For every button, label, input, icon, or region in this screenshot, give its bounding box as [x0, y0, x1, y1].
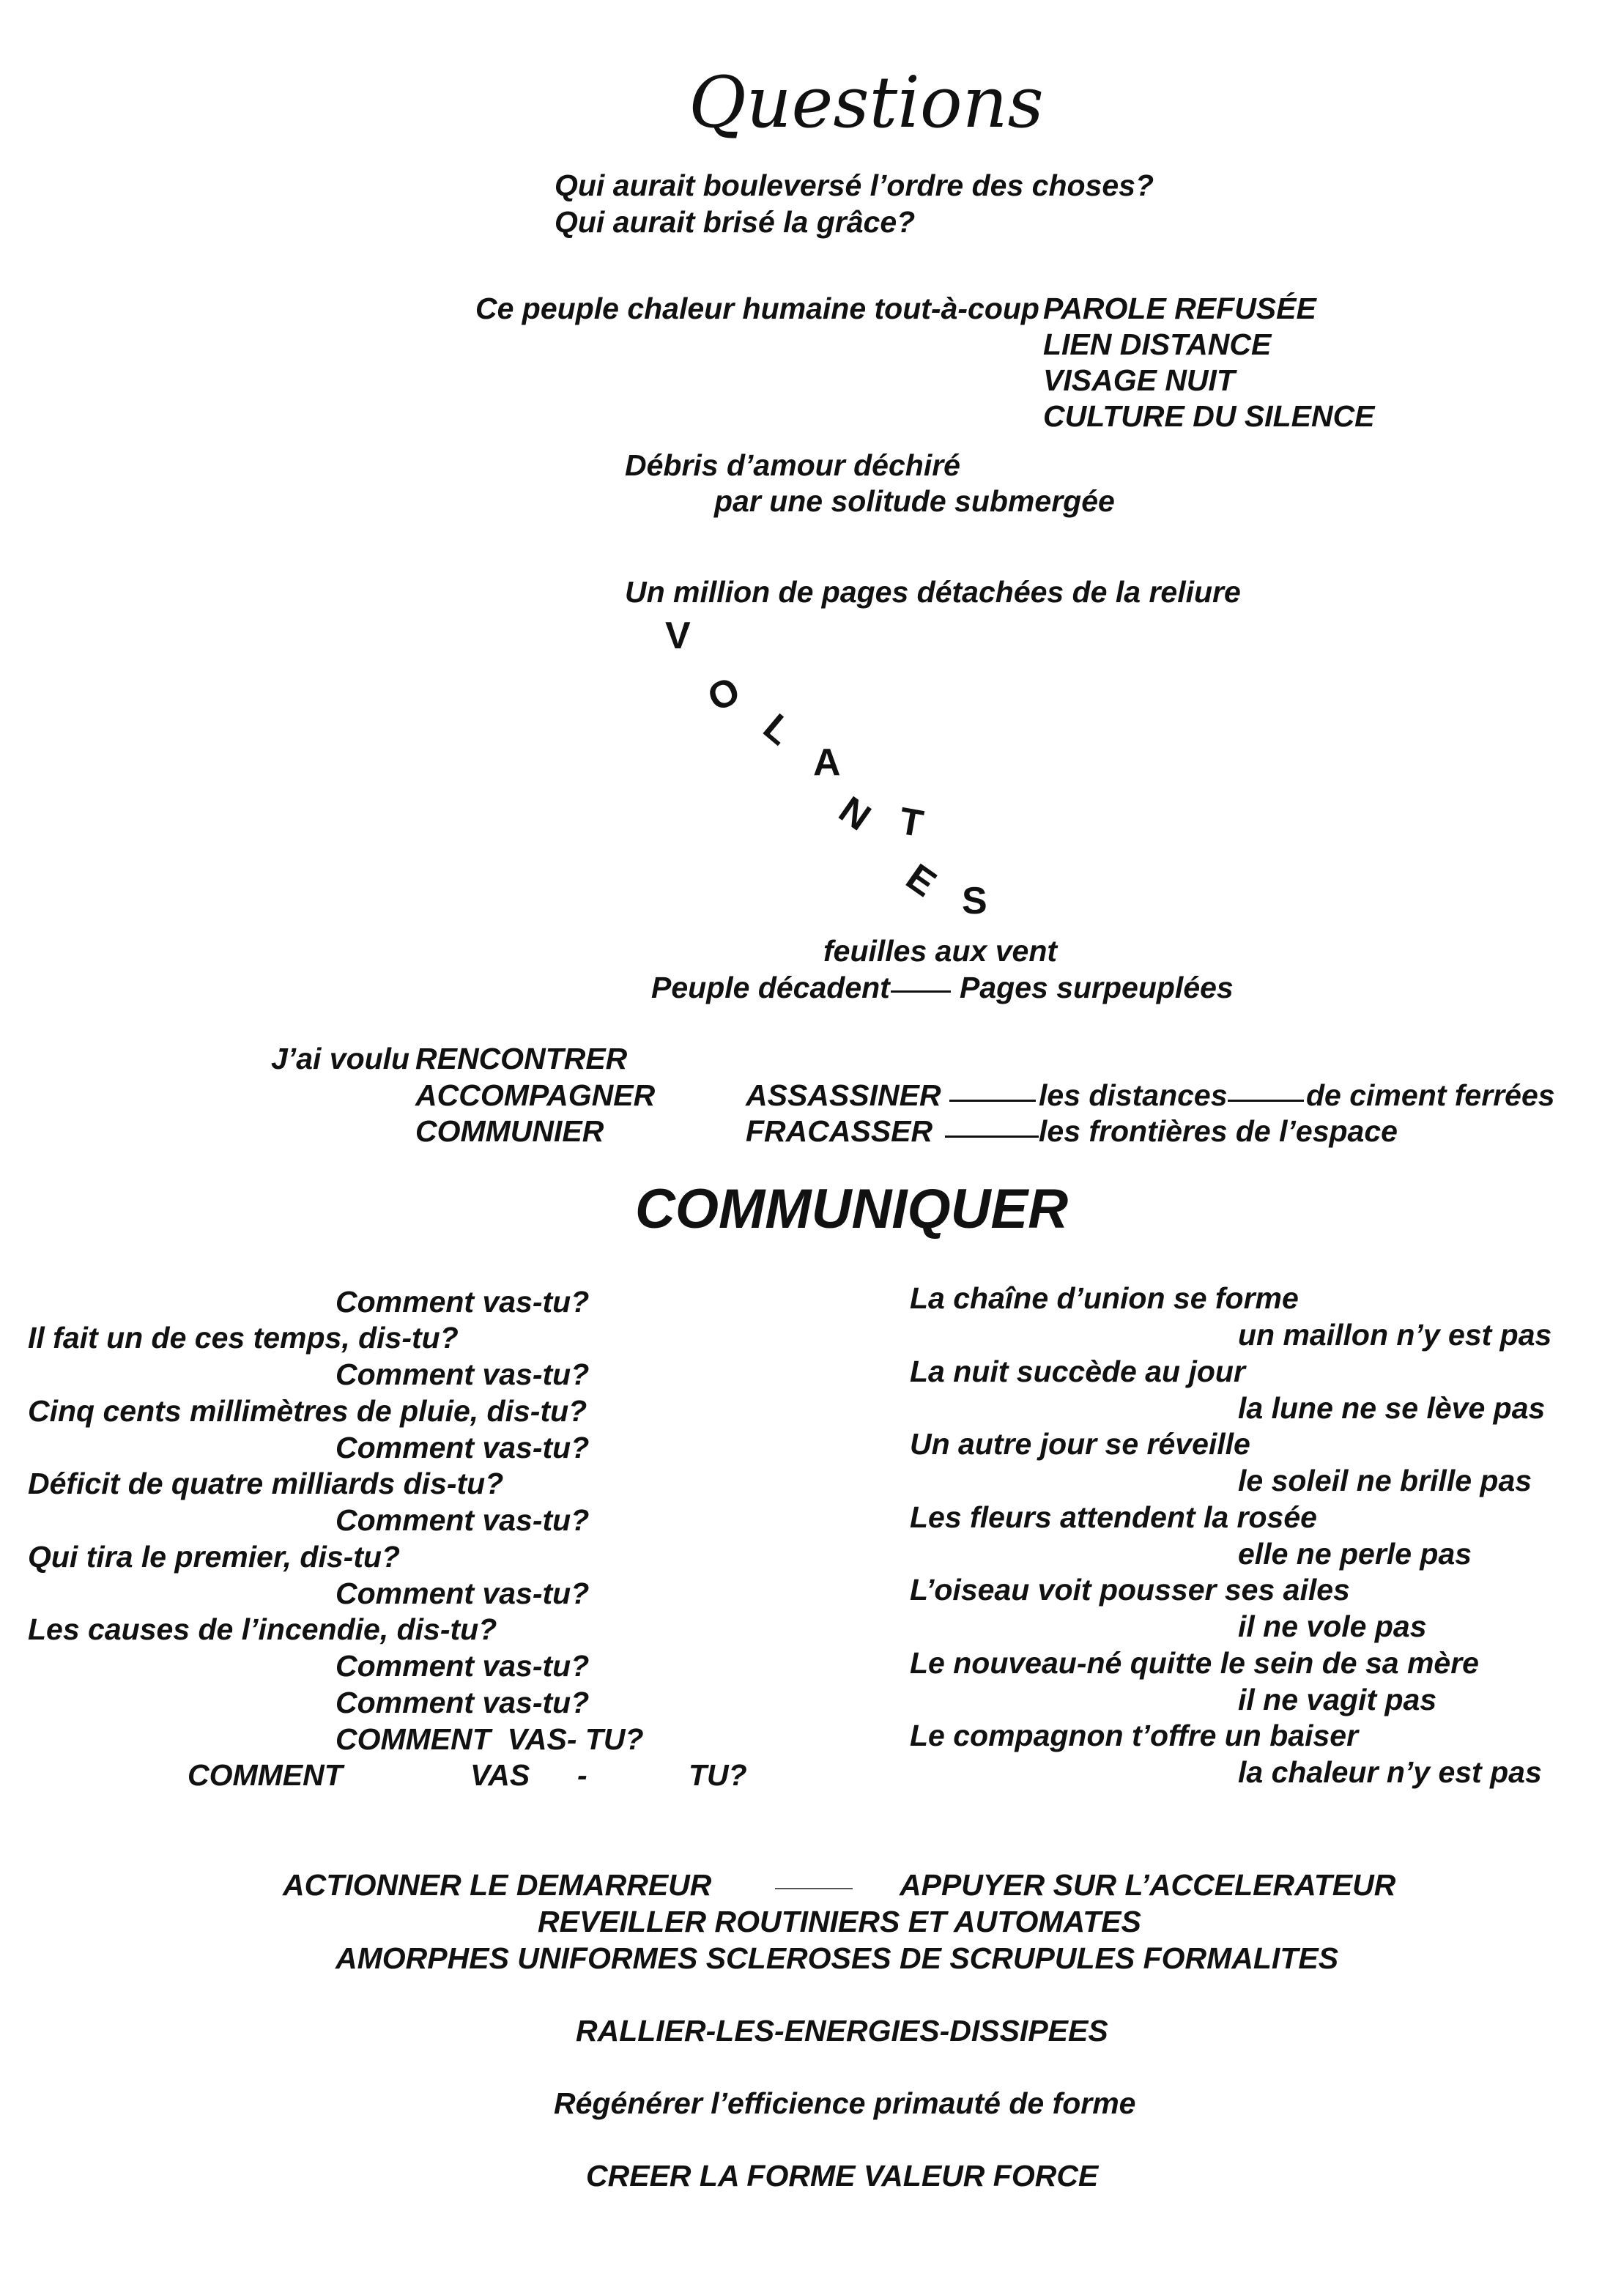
debris-line: par une solitude submergée — [714, 484, 1115, 518]
left-line: Cinq cents millimètres de pluie, dis-tu? — [28, 1394, 587, 1428]
debris-line: Débris d’amour déchiré — [625, 448, 960, 482]
peuple-item: LIEN DISTANCE — [1043, 327, 1272, 361]
volantes-letter: A — [813, 741, 841, 784]
decadent-right: Pages surpeuplées — [960, 971, 1234, 1004]
actionner-line: ACTIONNER LE DEMARREUR — [283, 1868, 712, 1902]
right-line: il ne vagit pas — [1238, 1683, 1437, 1716]
final-comment-word: TU? — [689, 1758, 747, 1792]
right-line: Le compagnon t’offre un baiser — [910, 1719, 1359, 1752]
right-line: Un autre jour se réveille — [910, 1427, 1250, 1461]
assassiner-dash-2 — [1228, 1100, 1304, 1102]
page-title: Questions — [689, 62, 1044, 144]
rallier-line: RALLIER-LES-ENERGIES-DISSIPEES — [576, 2014, 1108, 2048]
volantes-letter: T — [896, 799, 927, 846]
right-line: La nuit succède au jour — [910, 1355, 1245, 1388]
left-line: Il fait un de ces temps, dis-tu? — [28, 1321, 459, 1355]
fracasser-verb: FRACASSER — [746, 1114, 933, 1148]
peuple-item: PAROLE REFUSÉE — [1043, 292, 1316, 325]
volantes-letter: N — [831, 788, 878, 840]
assassiner-end: de ciment ferrées — [1306, 1078, 1555, 1112]
right-line: La chaîne d’union se forme — [910, 1281, 1299, 1315]
final-comment-word: - — [577, 1758, 587, 1792]
regenerer-line: Régénérer l’efficience primauté de forme — [554, 2086, 1136, 2120]
million-line: Un million de pages détachées de la reli… — [625, 575, 1241, 609]
volantes-letter: V — [665, 615, 691, 657]
volantes-letter: L — [755, 705, 801, 754]
right-line: Le nouveau-né quitte le sein de sa mère — [910, 1646, 1479, 1680]
fracasser-dash — [945, 1136, 1039, 1138]
appuyer-line: APPUYER SUR L’ACCELERATEUR — [900, 1868, 1396, 1902]
decadent-dash — [891, 990, 951, 993]
creer-line: CREER LA FORME VALEUR FORCE — [586, 2159, 1099, 2193]
intro-line: Qui aurait bouleversé l’ordre des choses… — [555, 168, 1154, 202]
right-line: il ne vole pas — [1238, 1609, 1427, 1643]
voulu-verb: RENCONTRER — [415, 1042, 628, 1075]
peuple-item: VISAGE NUIT — [1043, 363, 1235, 397]
left-line: Comment vas-tu? — [335, 1431, 590, 1464]
peuple-lead: Ce peuple chaleur humaine tout-à-coup — [475, 292, 1039, 325]
reveiller-line: REVEILLER ROUTINIERS ET AUTOMATES — [538, 1905, 1141, 1938]
left-line: Comment vas-tu? — [335, 1686, 590, 1719]
volantes-letter: O — [701, 669, 746, 720]
right-line: la lune ne se lève pas — [1238, 1391, 1546, 1425]
decadent-left: Peuple décadent — [651, 971, 890, 1004]
communiquer-heading: COMMUNIQUER — [635, 1178, 1069, 1240]
right-line: L’oiseau voit pousser ses ailes — [910, 1573, 1350, 1607]
intro-line: Qui aurait brisé la grâce? — [555, 205, 916, 239]
left-line: Qui tira le premier, dis-tu? — [28, 1540, 401, 1574]
final-comment-word: COMMENT — [188, 1758, 343, 1792]
left-line: Comment vas-tu? — [335, 1649, 590, 1683]
final-comment-word: VAS — [470, 1758, 530, 1792]
assassiner-dash — [949, 1100, 1036, 1102]
voulu-lead: J’ai voulu — [271, 1042, 410, 1075]
left-line: Comment vas-tu? — [335, 1577, 590, 1610]
volantes-letter: E — [898, 856, 944, 905]
voulu-verb: COMMUNIER — [415, 1114, 604, 1148]
actionner-dash — [775, 1888, 853, 1889]
right-line: le soleil ne brille pas — [1238, 1464, 1532, 1497]
feuilles-line: feuilles aux vent — [823, 934, 1058, 968]
fracasser-obj: les frontières de l’espace — [1039, 1114, 1398, 1148]
voulu-verb: ACCOMPAGNER — [415, 1078, 656, 1112]
amorphes-line: AMORPHES UNIFORMES SCLEROSES DE SCRUPULE… — [335, 1941, 1339, 1975]
right-line: Les fleurs attendent la rosée — [910, 1500, 1317, 1534]
left-line: Comment vas-tu? — [335, 1285, 590, 1319]
peuple-item: CULTURE DU SILENCE — [1043, 399, 1375, 433]
right-line: elle ne perle pas — [1238, 1537, 1472, 1571]
left-line: Les causes de l’incendie, dis-tu? — [28, 1612, 497, 1646]
left-line: COMMENT VAS- TU? — [335, 1722, 644, 1756]
right-line: la chaleur n’y est pas — [1238, 1755, 1542, 1789]
volantes-letter: S — [962, 880, 987, 922]
left-line: Comment vas-tu? — [335, 1503, 590, 1537]
left-line: Comment vas-tu? — [335, 1357, 590, 1391]
left-line: Déficit de quatre milliards dis-tu? — [28, 1467, 504, 1500]
assassiner-obj: les distances — [1039, 1078, 1228, 1112]
right-line: un maillon n’y est pas — [1238, 1318, 1552, 1352]
assassiner-verb: ASSASSINER — [746, 1078, 941, 1112]
